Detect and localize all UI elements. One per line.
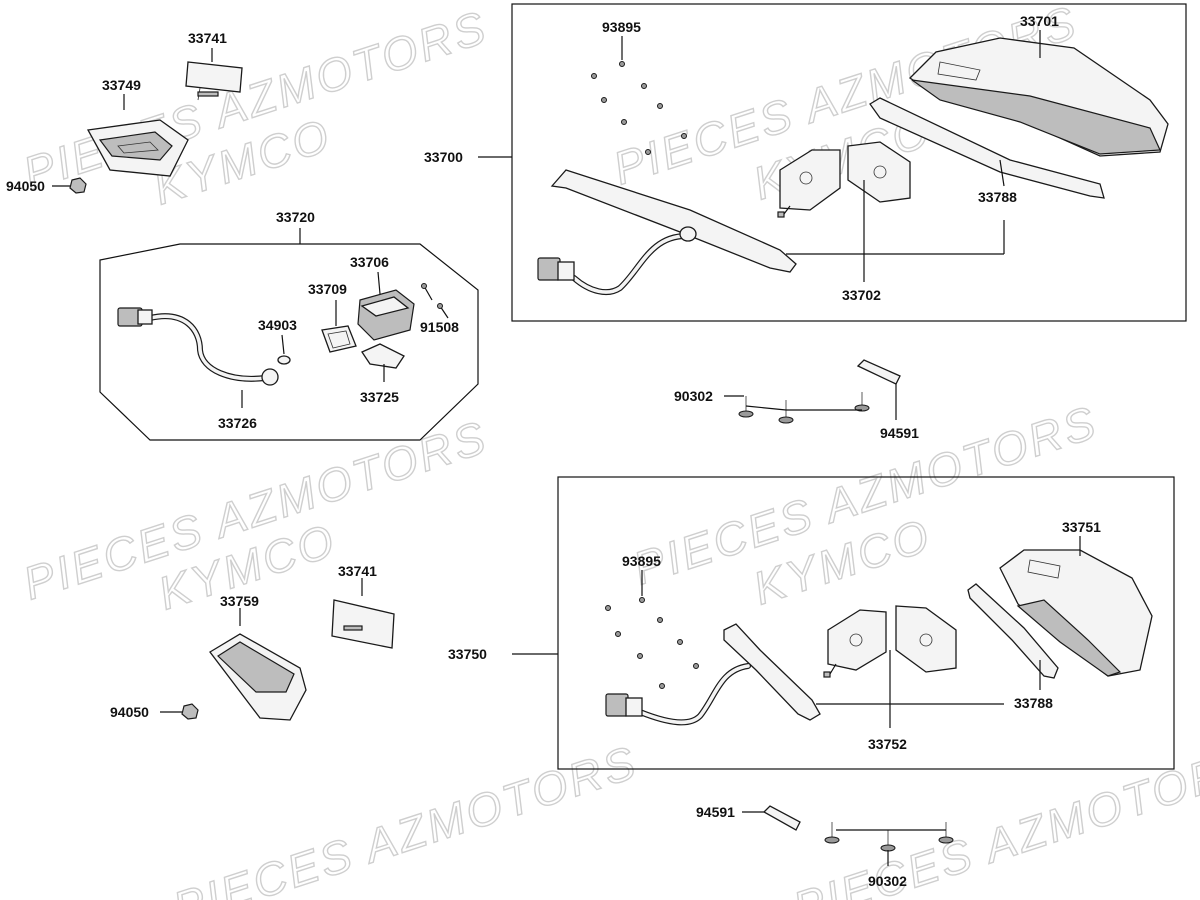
part-label-33709: 33709 — [308, 281, 347, 297]
part-label-33759: 33759 — [220, 593, 259, 609]
part-label-33725: 33725 — [360, 389, 399, 405]
bracket — [856, 359, 901, 385]
part-label-33700: 33700 — [424, 149, 463, 165]
lens-33706 — [357, 271, 415, 341]
tail-light-base-top — [537, 169, 1005, 296]
watermark-text: PIECES AZMOTORS — [787, 735, 1200, 900]
pcb-right — [895, 605, 957, 673]
part-label-93895: 93895 — [622, 553, 661, 569]
part-label-90302: 90302 — [868, 873, 907, 889]
part-label-33706: 33706 — [350, 254, 389, 270]
bulb-34903 — [277, 334, 291, 365]
tail-light-33751 — [999, 536, 1153, 677]
socket-cover — [361, 343, 405, 369]
part-label-33751: 33751 — [1062, 519, 1101, 535]
part-label-94050: 94050 — [110, 704, 149, 720]
part-label-33720: 33720 — [276, 209, 315, 225]
watermark-group: PIECES AZMOTORS KYMCO PIECES AZMOTORS KY… — [16, 0, 1200, 900]
screws-93895-top — [591, 36, 687, 155]
circuit-boards-33752 — [823, 605, 957, 728]
reflector-strip — [967, 583, 1059, 679]
reflector-strip — [869, 97, 1105, 199]
part-label-93895: 93895 — [602, 19, 641, 35]
license-plate-lens — [185, 61, 243, 93]
part-label-33788: 33788 — [1014, 695, 1053, 711]
part-label-91508: 91508 — [420, 319, 459, 335]
circuit-boards-33702 — [777, 141, 911, 282]
part-label-90302: 90302 — [674, 388, 713, 404]
pcb-left — [779, 149, 841, 211]
tail-light-33701 — [908, 30, 1169, 157]
part-label-94591: 94591 — [696, 804, 735, 820]
part-label-33749: 33749 — [102, 77, 141, 93]
part-label-33701: 33701 — [1020, 13, 1059, 29]
tail-light-base-bottom — [605, 623, 1004, 726]
bulb-socket — [261, 368, 279, 386]
lens-pin — [343, 625, 363, 631]
connector-plug — [537, 257, 561, 281]
cover-33725 — [361, 343, 405, 382]
nut — [69, 177, 87, 194]
lens-cover — [357, 289, 415, 341]
part-label-94591: 94591 — [880, 425, 919, 441]
part-label-33741: 33741 — [338, 563, 377, 579]
part-label-33726: 33726 — [218, 415, 257, 431]
bracket-94591-bottom — [742, 805, 801, 831]
reflector-strip-33788-top — [869, 97, 1105, 199]
reflector-strip-33788-bottom — [967, 583, 1059, 690]
tail-light-base — [723, 623, 821, 721]
connector-body — [137, 309, 153, 325]
license-light-bottom — [160, 578, 395, 721]
wire-harness-33726 — [117, 307, 279, 386]
part-label-94050: 94050 — [6, 178, 45, 194]
screw-91508 — [421, 283, 449, 319]
part-label-33702: 33702 — [842, 287, 881, 303]
housing-inner — [217, 641, 295, 693]
assembly-frame-33720 — [99, 243, 479, 441]
tail-light-base — [550, 169, 797, 273]
connector-plug — [605, 693, 629, 717]
pcb-left — [827, 609, 887, 671]
part-label-33788: 33788 — [978, 189, 1017, 205]
assembly-frame-33750 — [557, 476, 1175, 770]
part-label-33750: 33750 — [448, 646, 487, 662]
bracket-94591-mid — [856, 359, 901, 420]
part-label-34903: 34903 — [258, 317, 297, 333]
tail-light-lens-edge — [911, 79, 1161, 155]
tail-light-housing — [999, 549, 1153, 677]
reflector — [321, 325, 357, 353]
lens-pin — [197, 91, 219, 97]
screws-90302-mid — [724, 392, 870, 424]
housing-inner — [98, 131, 173, 161]
bracket — [762, 805, 801, 831]
reflector-33709 — [321, 300, 357, 353]
part-label-33752: 33752 — [868, 736, 907, 752]
tail-light-lens-edge — [1016, 599, 1122, 677]
assembly-frame-33700 — [511, 3, 1187, 322]
nut — [181, 703, 199, 720]
license-plate-lens — [331, 599, 395, 649]
license-light-top — [52, 48, 243, 194]
screws-90302-bottom — [824, 822, 954, 866]
watermark-text: PIECES AZMOTORS — [167, 735, 644, 900]
part-label-33741: 33741 — [188, 30, 227, 46]
screws-93895-bottom — [605, 570, 699, 689]
